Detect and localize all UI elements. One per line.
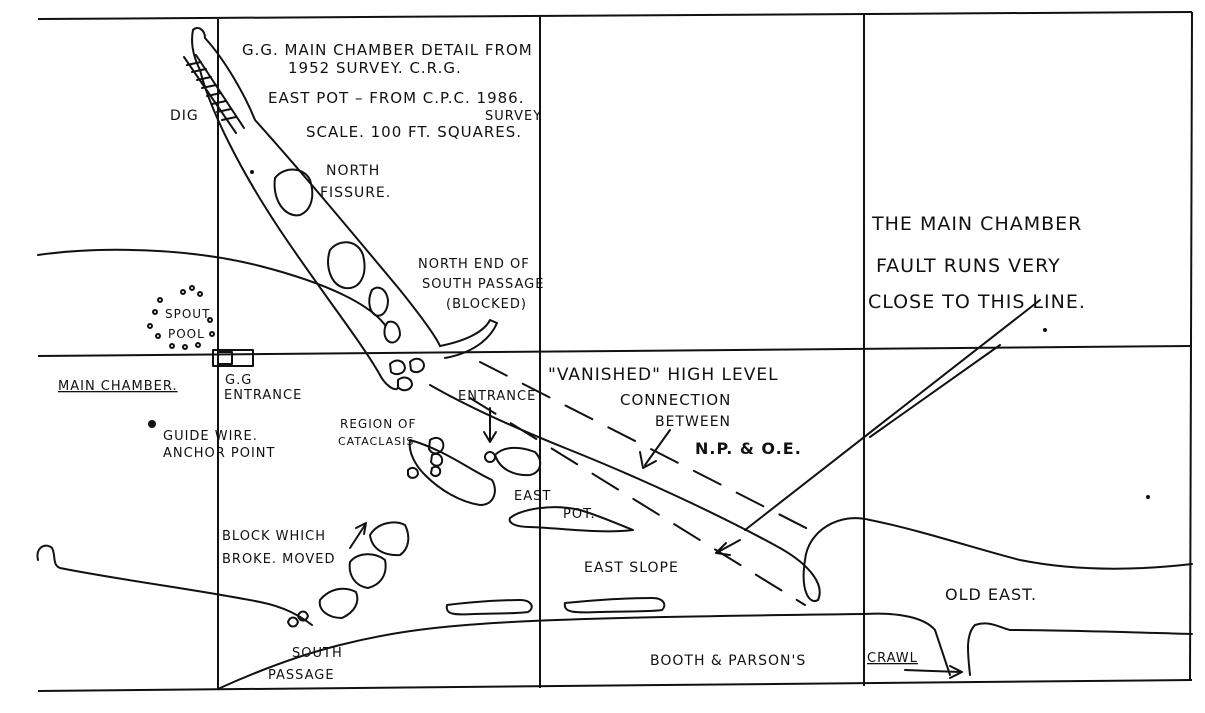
label-vanished-1: "VANISHED" HIGH LEVEL: [548, 365, 779, 385]
label-fault-1: THE MAIN CHAMBER: [871, 213, 1082, 235]
label-region-1: REGION OF: [340, 417, 416, 431]
guide-wire-anchor-dot: [148, 420, 156, 428]
vanished-connection-dashes: [469, 361, 811, 606]
entrance-blocks: [389, 357, 542, 506]
label-vanished-4: N.P. & O.E.: [695, 439, 802, 458]
fault-leader: [869, 344, 1001, 438]
label-east-pot-2: POT.: [563, 507, 596, 522]
spout-pool: [147, 285, 215, 350]
passages: [36, 544, 1193, 689]
label-north-end-3: (BLOCKED): [446, 297, 527, 312]
label-gg-entrance-2: ENTRANCE: [224, 388, 302, 403]
label-guide-wire-1: GUIDE WIRE.: [163, 429, 258, 444]
label-gg-entrance-1: G.G: [225, 373, 252, 388]
label-vanished-3: BETWEEN: [655, 414, 731, 430]
label-north-end-1: NORTH END OF: [418, 257, 530, 272]
label-spout: SPOUT: [165, 307, 210, 321]
label-guide-wire-2: ANCHOR POINT: [163, 446, 275, 461]
survey-dot: [1043, 328, 1047, 332]
label-north-end-2: SOUTH PASSAGE: [422, 277, 544, 292]
note-line-3b: SURVEY: [485, 109, 542, 124]
gg-entrance-marker: [212, 349, 254, 367]
label-north-fissure-1: NORTH: [326, 163, 380, 179]
label-region-2: CATACLASIS: [338, 435, 414, 448]
note-line-1: G.G. MAIN CHAMBER DETAIL FROM: [242, 41, 533, 59]
label-south-passage-2: PASSAGE: [268, 668, 335, 683]
broken-blocks: [287, 521, 410, 628]
label-entrance: ENTRANCE: [458, 389, 536, 404]
survey-dot: [250, 170, 254, 174]
label-old-east: OLD EAST.: [945, 585, 1037, 604]
north-fissure: [183, 27, 441, 391]
label-crawl: CRAWL: [867, 651, 918, 666]
label-south-passage-1: SOUTH: [292, 646, 343, 661]
label-vanished-2: CONNECTION: [620, 391, 731, 409]
label-booth-parsons: BOOTH & PARSON'S: [650, 653, 806, 669]
label-block-2: BROKE. MOVED: [222, 552, 336, 567]
label-fault-3: CLOSE TO THIS LINE.: [868, 291, 1086, 313]
label-dig: DIG: [170, 108, 199, 124]
label-east-pot-1: EAST: [514, 489, 551, 504]
label-fault-2: FAULT RUNS VERY: [876, 255, 1061, 277]
note-line-3: EAST POT – FROM C.P.C. 1986.: [268, 89, 524, 107]
note-line-4: SCALE. 100 FT. SQUARES.: [306, 123, 522, 141]
fault-line: [744, 299, 1041, 531]
label-north-fissure-2: FISSURE.: [320, 185, 391, 201]
label-main-chamber: MAIN CHAMBER.: [58, 379, 178, 394]
label-east-slope: EAST SLOPE: [584, 560, 679, 576]
survey-dot: [1146, 495, 1150, 499]
arrows: [349, 407, 963, 679]
label-block-1: BLOCK WHICH: [222, 529, 326, 544]
note-line-2: 1952 SURVEY. C.R.G.: [288, 59, 462, 77]
main-chamber-outline: [37, 248, 1193, 603]
label-pool: POOL: [168, 327, 205, 341]
survey-grid: [37, 11, 1193, 692]
